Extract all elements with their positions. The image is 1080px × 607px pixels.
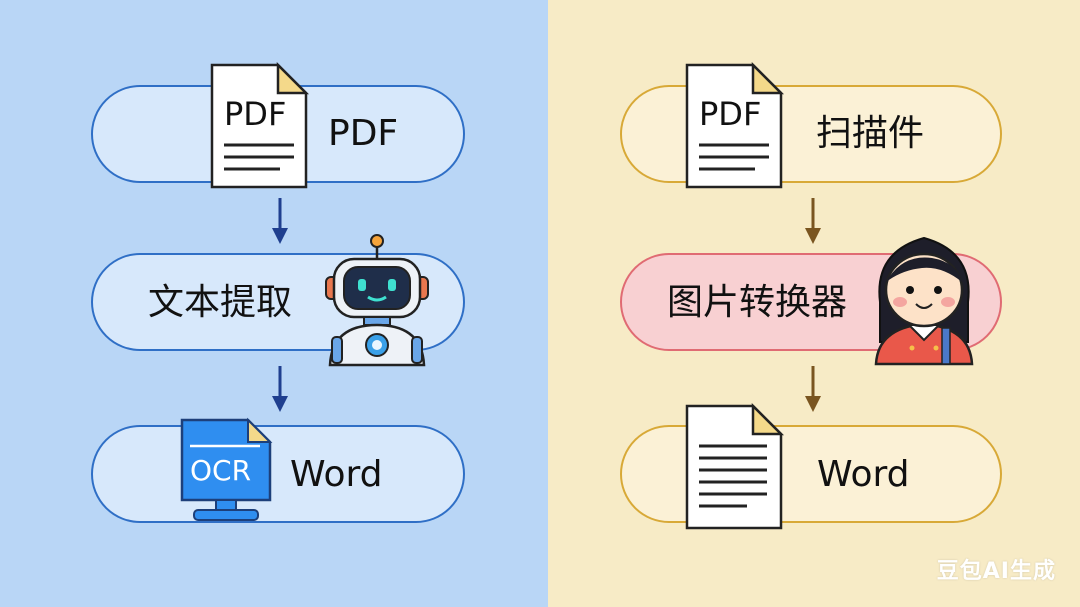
left-step3-label: Word — [290, 454, 383, 495]
ocr-monitor-icon: OCR — [180, 417, 273, 521]
word-document-icon — [685, 402, 785, 530]
left-step1-label: PDF — [328, 113, 399, 154]
arrow-down-icon — [272, 198, 288, 244]
left-step3-pill — [91, 425, 465, 523]
right-step3-pill — [620, 425, 1002, 523]
right-step3-label: Word — [817, 454, 910, 495]
arrow-down-icon — [805, 366, 821, 412]
watermark: 豆包AI生成 — [936, 559, 1056, 584]
robot-icon — [325, 234, 429, 367]
arrow-down-icon — [805, 198, 821, 244]
right-step1-pill — [620, 85, 1002, 183]
right-step2-label: 图片转换器 — [667, 282, 848, 323]
left-step2-label: 文本提取 — [148, 282, 293, 323]
pdf-document-icon: PDF — [210, 61, 310, 189]
pdf-icon-text: PDF — [699, 95, 761, 133]
pdf-document-icon: PDF — [685, 61, 785, 189]
arrow-down-icon — [272, 366, 288, 412]
ocr-icon-text: OCR — [190, 454, 251, 487]
girl-avatar-icon — [874, 236, 974, 366]
right-step1-label: 扫描件 — [816, 113, 925, 154]
pdf-icon-text: PDF — [224, 95, 286, 133]
